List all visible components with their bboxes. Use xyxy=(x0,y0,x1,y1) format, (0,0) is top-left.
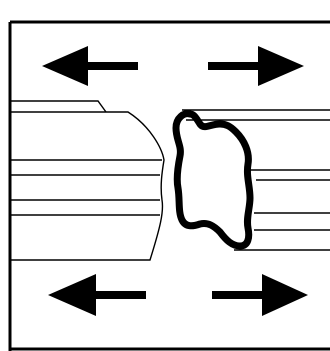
arrow-bottom-right-icon xyxy=(212,274,308,316)
left-section xyxy=(10,101,164,260)
fracture-outline xyxy=(176,114,250,246)
right-section xyxy=(182,110,330,250)
arrow-top-right-icon xyxy=(208,46,304,86)
arrow-bottom-left-icon xyxy=(48,274,146,316)
arrow-top-left-icon xyxy=(42,46,138,86)
